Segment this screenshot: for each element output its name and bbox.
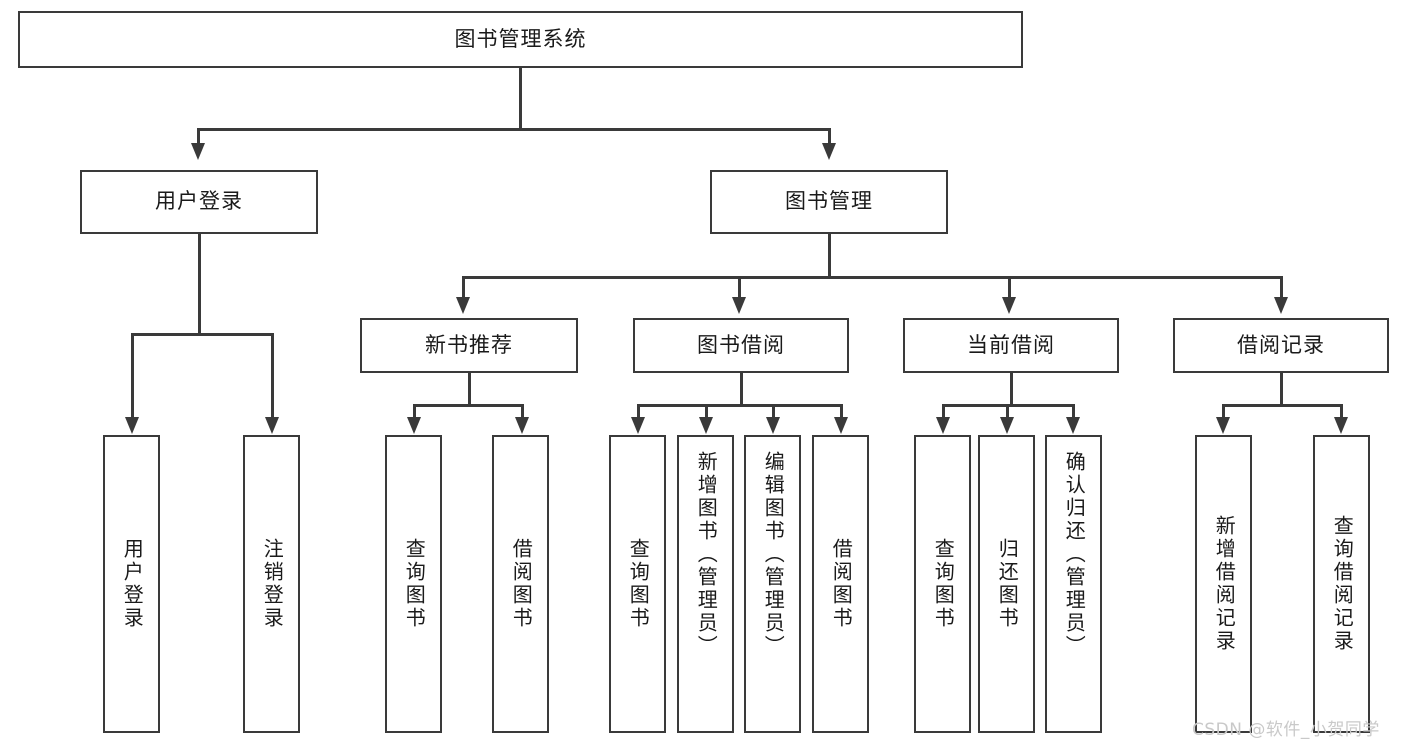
leaf-label: 用户登录 [120, 538, 145, 630]
leaf-label: 新增图书（管理员） [694, 451, 719, 658]
leaf-logout[interactable]: 注销登录 [243, 435, 300, 733]
leaf-nbr-borrow-book[interactable]: 借阅图书 [492, 435, 549, 733]
arrowhead-bb-leaf-4 [834, 417, 848, 434]
leaf-label: 借阅图书 [509, 538, 534, 630]
leaf-cb-query-book[interactable]: 查询图书 [914, 435, 971, 733]
leaf-label: 查询图书 [931, 538, 956, 630]
arrowhead-cb-leaf-1 [936, 417, 950, 434]
connector-book-management-stem [828, 234, 831, 278]
connector-bb-drop-1 [637, 404, 640, 418]
arrowhead-user-login-leaf-2 [265, 417, 279, 434]
connector-level3-drop-4 [1280, 276, 1283, 298]
connector-current-borrow-stem [1010, 373, 1013, 406]
node-label: 用户登录 [155, 189, 243, 214]
arrowhead-to-new-book-recommend [456, 297, 470, 314]
arrowhead-bb-leaf-2 [699, 417, 713, 434]
leaf-br-add-record[interactable]: 新增借阅记录 [1195, 435, 1252, 733]
connector-new-book-recommend-bus [413, 404, 523, 407]
watermark-credit: CSDN @软件_小贺同学 [1192, 720, 1380, 740]
arrowhead-nbr-leaf-1 [407, 417, 421, 434]
arrowhead-br-leaf-1 [1216, 417, 1230, 434]
node-user-login[interactable]: 用户登录 [80, 170, 318, 234]
arrowhead-bb-leaf-1 [631, 417, 645, 434]
connector-book-borrow-bus [637, 404, 842, 407]
arrowhead-user-login-leaf-1 [125, 417, 139, 434]
arrowhead-to-borrow-record [1274, 297, 1288, 314]
arrowhead-to-book-borrow [732, 297, 746, 314]
arrowhead-to-current-borrow [1002, 297, 1016, 314]
connector-user-login-bus [131, 333, 273, 336]
connector-bb-drop-4 [840, 404, 843, 418]
connector-user-login-stem [198, 234, 201, 335]
leaf-label: 归还图书 [995, 538, 1020, 630]
connector-cb-drop-2 [1006, 404, 1009, 418]
leaf-bb-edit-book-admin[interactable]: 编辑图书（管理员） [744, 435, 801, 733]
leaf-label: 查询借阅记录 [1330, 515, 1355, 653]
node-current-borrow[interactable]: 当前借阅 [903, 318, 1119, 373]
node-root-book-management-system[interactable]: 图书管理系统 [18, 11, 1023, 68]
leaf-label: 注销登录 [260, 538, 285, 630]
connector-level3-drop-2 [738, 276, 741, 298]
leaf-bb-borrow-book[interactable]: 借阅图书 [812, 435, 869, 733]
arrowhead-cb-leaf-3 [1066, 417, 1080, 434]
leaf-user-login[interactable]: 用户登录 [103, 435, 160, 733]
node-label: 图书管理 [785, 189, 873, 214]
leaf-cb-confirm-return-admin[interactable]: 确认归还（管理员） [1045, 435, 1102, 733]
connector-bb-drop-3 [772, 404, 775, 418]
node-label: 图书管理系统 [454, 26, 587, 51]
connector-level3-drop-3 [1008, 276, 1011, 298]
arrowhead-cb-leaf-2 [1000, 417, 1014, 434]
node-new-book-recommend[interactable]: 新书推荐 [360, 318, 578, 373]
connector-bb-drop-2 [705, 404, 708, 418]
connector-borrow-record-stem [1280, 373, 1283, 406]
leaf-cb-return-book[interactable]: 归还图书 [978, 435, 1035, 733]
connector-br-drop-1 [1222, 404, 1225, 418]
node-label: 借阅记录 [1237, 332, 1325, 357]
connector-br-drop-2 [1340, 404, 1343, 418]
leaf-bb-query-book[interactable]: 查询图书 [609, 435, 666, 733]
leaf-label: 借阅图书 [829, 538, 854, 630]
leaf-label: 查询图书 [402, 538, 427, 630]
connector-new-book-recommend-stem [468, 373, 471, 406]
connector-level3-bus [462, 276, 1282, 279]
connector-level2-drop-left [197, 128, 200, 144]
connector-borrow-record-bus [1222, 404, 1342, 407]
arrowhead-to-user-login [191, 143, 205, 160]
node-label: 新书推荐 [425, 332, 513, 357]
connector-cb-drop-3 [1072, 404, 1075, 418]
connector-level3-drop-1 [462, 276, 465, 298]
connector-user-login-drop-2 [271, 333, 274, 418]
leaf-label: 确认归还（管理员） [1062, 451, 1087, 658]
connector-level2-drop-right [828, 128, 831, 144]
arrowhead-br-leaf-2 [1334, 417, 1348, 434]
node-label: 当前借阅 [967, 332, 1055, 357]
connector-book-borrow-stem [740, 373, 743, 406]
leaf-bb-add-book-admin[interactable]: 新增图书（管理员） [677, 435, 734, 733]
arrowhead-nbr-leaf-2 [515, 417, 529, 434]
connector-nbr-drop-2 [521, 404, 524, 418]
node-borrow-record[interactable]: 借阅记录 [1173, 318, 1389, 373]
leaf-br-query-record[interactable]: 查询借阅记录 [1313, 435, 1370, 733]
leaf-label: 编辑图书（管理员） [761, 451, 786, 658]
arrowhead-to-book-management [822, 143, 836, 160]
connector-nbr-drop-1 [413, 404, 416, 418]
connector-root-stem [519, 68, 522, 130]
leaf-nbr-query-book[interactable]: 查询图书 [385, 435, 442, 733]
leaf-label: 新增借阅记录 [1212, 515, 1237, 653]
node-label: 图书借阅 [697, 332, 785, 357]
connector-user-login-drop-1 [131, 333, 134, 418]
arrowhead-bb-leaf-3 [766, 417, 780, 434]
connector-cb-drop-1 [942, 404, 945, 418]
node-book-borrow[interactable]: 图书借阅 [633, 318, 849, 373]
node-book-management[interactable]: 图书管理 [710, 170, 948, 234]
connector-level2-bus [197, 128, 831, 131]
leaf-label: 查询图书 [626, 538, 651, 630]
